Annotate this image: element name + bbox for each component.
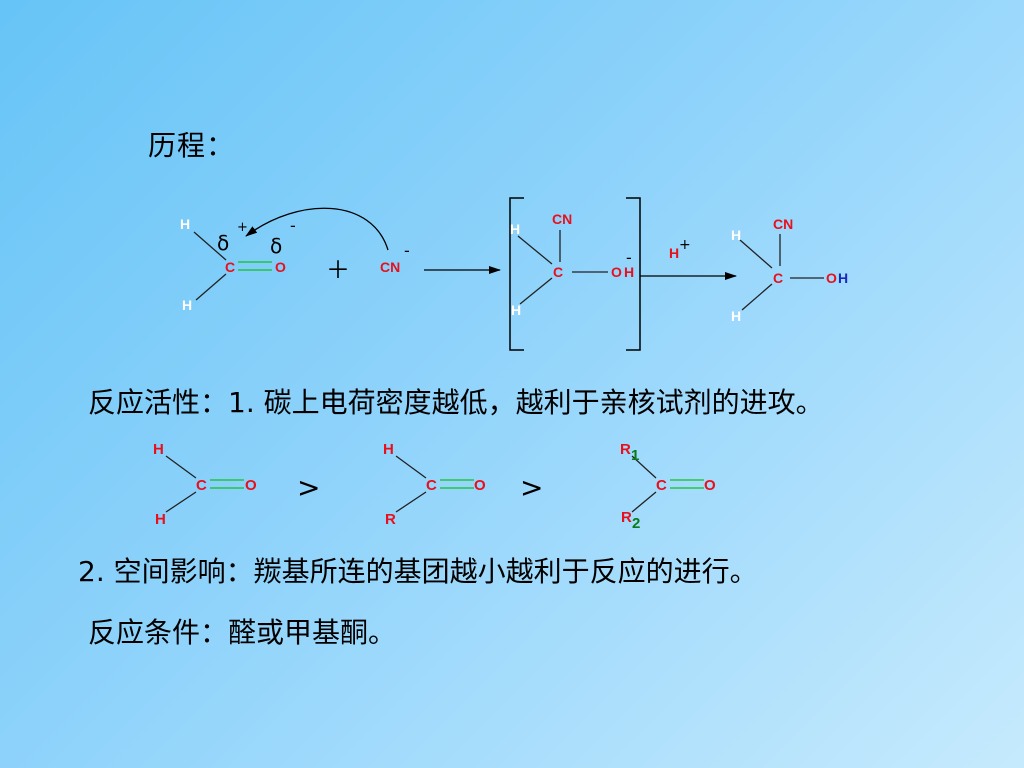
product-h-top: H [731, 227, 741, 243]
al-bottom: R [385, 511, 396, 528]
fa-top: H [153, 441, 164, 458]
reactant-formaldehyde: H H C O δ + δ - [180, 216, 296, 313]
ke-carbon: C [656, 477, 667, 494]
aldehyde-structure: H R C O [383, 441, 486, 528]
ke-top: R [620, 441, 631, 458]
delta-oxygen: δ [270, 234, 282, 258]
product-cyanohydrin: CN H H C O H [731, 216, 848, 324]
intermediate-h-top: H [510, 221, 520, 237]
intermediate-bracket: CN H H C O - [509, 197, 641, 351]
reactivity-text: 反应活性：1. 碳上电荷密度越低，越利于亲核试剂的进攻。 [88, 386, 824, 419]
intermediate-h-bottom: H [511, 302, 521, 318]
slide-heading: 历程： [148, 129, 236, 162]
al-oxygen: O [474, 477, 486, 494]
steric-text: 2. 空间影响：羰基所连的基团越小越利于反应的进行。 [78, 555, 758, 588]
intermediate-oxygen: O [611, 264, 622, 280]
product-hydroxyl-h: H [838, 270, 848, 286]
product-h-bottom: H [731, 308, 741, 324]
reactant-carbon: C [225, 259, 235, 275]
intermediate-carbon: C [553, 264, 563, 280]
greater-than-2: > [520, 471, 543, 504]
intermediate-charge: - [626, 248, 632, 267]
reactant-h-top: H [180, 216, 190, 232]
cyanide-label: CN [380, 259, 400, 275]
ke-bottom-sub: 2 [632, 515, 640, 532]
greater-than-1: > [297, 471, 320, 504]
ke-top-sub: 1 [631, 447, 639, 464]
fa-bottom: H [155, 511, 166, 528]
delta-minus: - [290, 216, 296, 235]
al-top: H [383, 441, 394, 458]
fa-carbon: C [196, 477, 207, 494]
proton-inline: H [624, 264, 634, 280]
attack-arrow [245, 207, 389, 251]
proton-label: H [669, 245, 679, 261]
delta-carbon: δ [217, 231, 229, 255]
cyanide-charge: - [404, 241, 410, 260]
conditions-text: 反应条件：醛或甲基酮。 [88, 616, 397, 649]
plus-sign: ＋ [326, 256, 350, 284]
reactant-h-bottom: H [182, 297, 192, 313]
fa-oxygen: O [245, 477, 257, 494]
ketone-structure: R 1 R 2 C O [620, 441, 716, 532]
reactant-oxygen: O [275, 259, 286, 275]
delta-plus: + [237, 220, 248, 235]
intermediate-cn: CN [552, 211, 572, 227]
product-cn: CN [773, 216, 793, 232]
product-oxygen: O [826, 270, 837, 286]
formaldehyde-structure: H H C O [153, 441, 257, 528]
product-carbon: C [773, 270, 783, 286]
ke-oxygen: O [704, 477, 716, 494]
proton-charge: + [679, 237, 691, 253]
al-carbon: C [426, 477, 437, 494]
ke-bottom: R [621, 509, 632, 526]
